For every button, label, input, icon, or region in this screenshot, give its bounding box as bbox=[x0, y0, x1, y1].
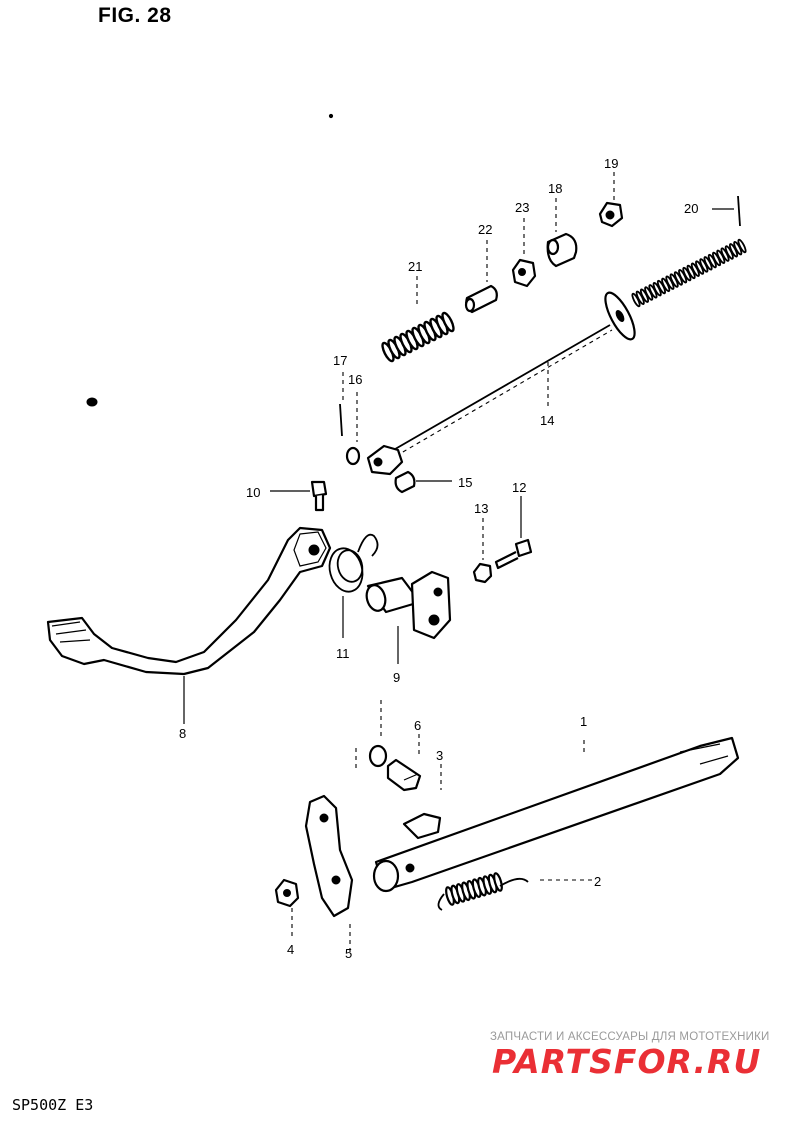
callout-23: 23 bbox=[515, 200, 529, 215]
callout-3: 3 bbox=[436, 748, 443, 763]
part-12-bolt bbox=[494, 496, 533, 570]
figure-title: FIG. 28 bbox=[98, 4, 172, 27]
part-6-bolt bbox=[386, 734, 422, 792]
callout-5: 5 bbox=[345, 946, 352, 961]
callout-18: 18 bbox=[548, 181, 562, 196]
part-23-adjuster bbox=[511, 218, 537, 288]
callout-14: 14 bbox=[540, 413, 554, 428]
part-1-side-stand bbox=[372, 736, 740, 893]
part-13-nut bbox=[472, 518, 493, 584]
callout-16: 16 bbox=[348, 372, 362, 387]
speck bbox=[86, 397, 98, 407]
part-10-bolt bbox=[270, 480, 328, 512]
part-20-cotter-pin bbox=[712, 195, 741, 227]
callout-2: 2 bbox=[594, 874, 601, 889]
callout-9: 9 bbox=[393, 670, 400, 685]
callout-1: 1 bbox=[580, 714, 587, 729]
part-21-spring bbox=[381, 276, 455, 363]
part-stand-bracket bbox=[304, 794, 354, 952]
callout-12: 12 bbox=[512, 480, 526, 495]
callout-21: 21 bbox=[408, 259, 422, 274]
part-16-washer bbox=[345, 392, 361, 466]
part-19-nut bbox=[598, 172, 624, 228]
part-9-pivot-shaft bbox=[365, 570, 452, 664]
part-bolt-stand bbox=[402, 812, 442, 840]
speck bbox=[328, 113, 334, 119]
callout-13: 13 bbox=[474, 501, 488, 516]
callout-4: 4 bbox=[287, 942, 294, 957]
callout-15: 15 bbox=[458, 475, 472, 490]
callout-22: 22 bbox=[478, 222, 492, 237]
part-8-brake-pedal bbox=[46, 526, 332, 724]
callout-10: 10 bbox=[246, 485, 260, 500]
callout-6: 6 bbox=[414, 718, 421, 733]
watermark-tagline: ЗАПЧАСТИ И АКСЕССУАРЫ ДЛЯ МОТОТЕХНИКИ bbox=[490, 1031, 770, 1043]
callout-19: 19 bbox=[604, 156, 618, 171]
part-15-clevis-pin bbox=[394, 470, 452, 494]
part-2-stand-spring bbox=[437, 872, 592, 911]
part-11-return-spring bbox=[328, 533, 379, 638]
coil bbox=[737, 238, 747, 254]
model-code: SP500Z E3 bbox=[12, 1096, 94, 1114]
part-18-joint bbox=[546, 198, 578, 268]
watermark-logo: PARTSFOR.RU bbox=[492, 1042, 762, 1081]
callout-11: 11 bbox=[336, 646, 350, 661]
part-14-brake-rod bbox=[366, 238, 747, 476]
coil bbox=[441, 311, 455, 333]
part-4-nut bbox=[274, 878, 300, 938]
callout-17: 17 bbox=[333, 353, 347, 368]
callout-20: 20 bbox=[684, 201, 698, 216]
callout-8: 8 bbox=[179, 726, 186, 741]
part-17-cotter-pin bbox=[339, 372, 344, 437]
coil bbox=[493, 872, 503, 892]
part-22-sleeve bbox=[464, 240, 498, 314]
part-3-washer bbox=[355, 700, 442, 790]
